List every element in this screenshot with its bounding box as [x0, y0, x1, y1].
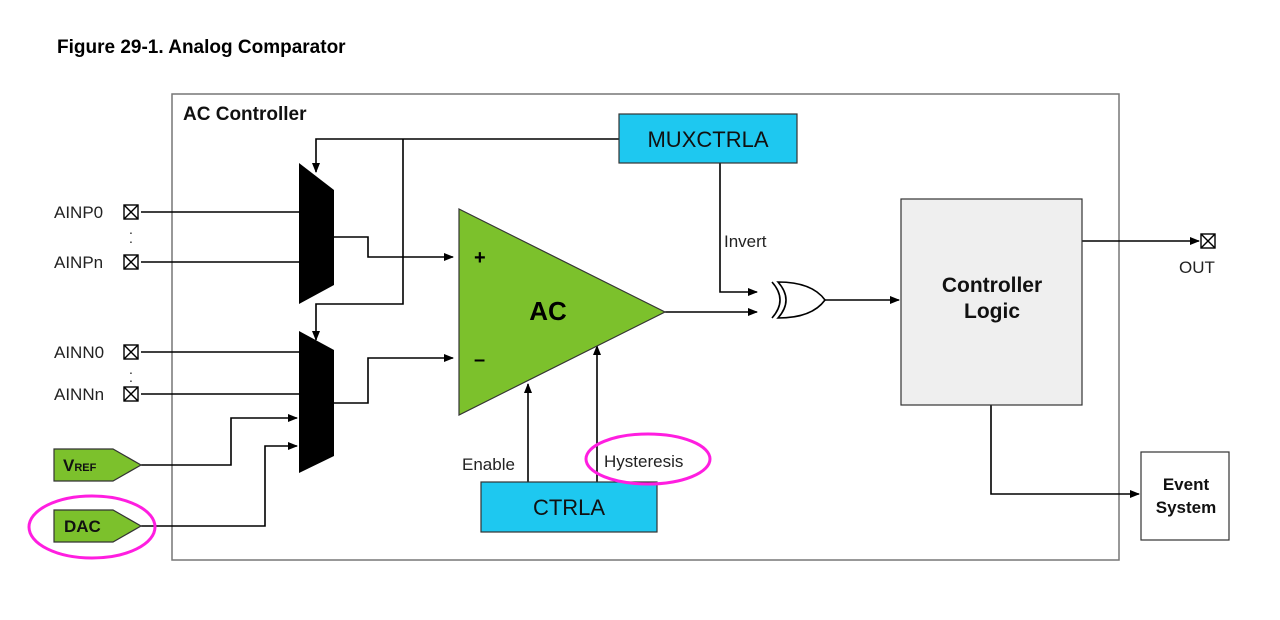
- ainn0-label: AINN0: [54, 343, 104, 362]
- invert-label: Invert: [724, 232, 767, 251]
- ainn-ellipsis-2: .: [129, 369, 133, 385]
- vref-source: [53, 448, 143, 482]
- ac-controller-frame: [171, 93, 1120, 561]
- hysteresis-highlight: [584, 432, 712, 486]
- ainpn-pin: [123, 254, 139, 270]
- ainn-ellipsis-1: .: [129, 361, 133, 377]
- negative-input-wire: [334, 354, 454, 404]
- hysteresis-label: Hysteresis: [604, 452, 683, 471]
- muxctrla-to-negative-mux-wire: [312, 139, 404, 341]
- dac-wire: [141, 442, 298, 527]
- dac-label: DAC: [64, 517, 101, 536]
- plus-sign: +: [474, 247, 486, 269]
- positive-input-wire: [334, 236, 454, 261]
- controller-logic-block: [900, 198, 1083, 406]
- out-label: OUT: [1179, 258, 1215, 277]
- ainnn-label: AINNn: [54, 385, 104, 404]
- comparator-triangle: [458, 208, 667, 416]
- ainp-ellipsis-1: .: [129, 221, 133, 237]
- controller-logic-line2: Logic: [964, 300, 1020, 323]
- ainpn-label: AINPn: [54, 253, 103, 272]
- ainp0-label: AINP0: [54, 203, 103, 222]
- negative-input-mux: [299, 331, 334, 473]
- vref-label: VREF: [63, 456, 97, 475]
- ainn0-pin: [123, 344, 139, 360]
- ainnn-pin: [123, 386, 139, 402]
- event-system-block: [1140, 451, 1230, 541]
- figure-title: Figure 29-1. Analog Comparator: [57, 37, 346, 58]
- muxctrla-to-positive-mux-wire: [312, 138, 619, 173]
- xor-gate: [771, 281, 826, 319]
- invert-wire: [719, 163, 758, 296]
- event-system-wire: [990, 405, 1140, 498]
- comparator-label: AC: [529, 296, 567, 326]
- ctrla-register: [480, 481, 658, 533]
- dac-highlight: [27, 494, 157, 560]
- enable-label: Enable: [462, 455, 515, 474]
- positive-input-mux: [299, 163, 334, 304]
- out-pin: [1200, 233, 1216, 249]
- minus-sign: –: [474, 349, 485, 371]
- vref-wire: [141, 414, 298, 466]
- ac-controller-title: AC Controller: [183, 104, 307, 125]
- ainp0-pin: [123, 204, 139, 220]
- muxctrla-label: MUXCTRLA: [647, 127, 768, 152]
- controller-logic-line1: Controller: [942, 274, 1042, 297]
- ainp-ellipsis-2: .: [129, 230, 133, 246]
- event-system-line1: Event: [1163, 475, 1210, 494]
- event-system-line2: System: [1156, 498, 1216, 517]
- dac-source: [53, 509, 143, 543]
- ctrla-label: CTRLA: [533, 495, 605, 520]
- muxctrla-register: [618, 113, 798, 164]
